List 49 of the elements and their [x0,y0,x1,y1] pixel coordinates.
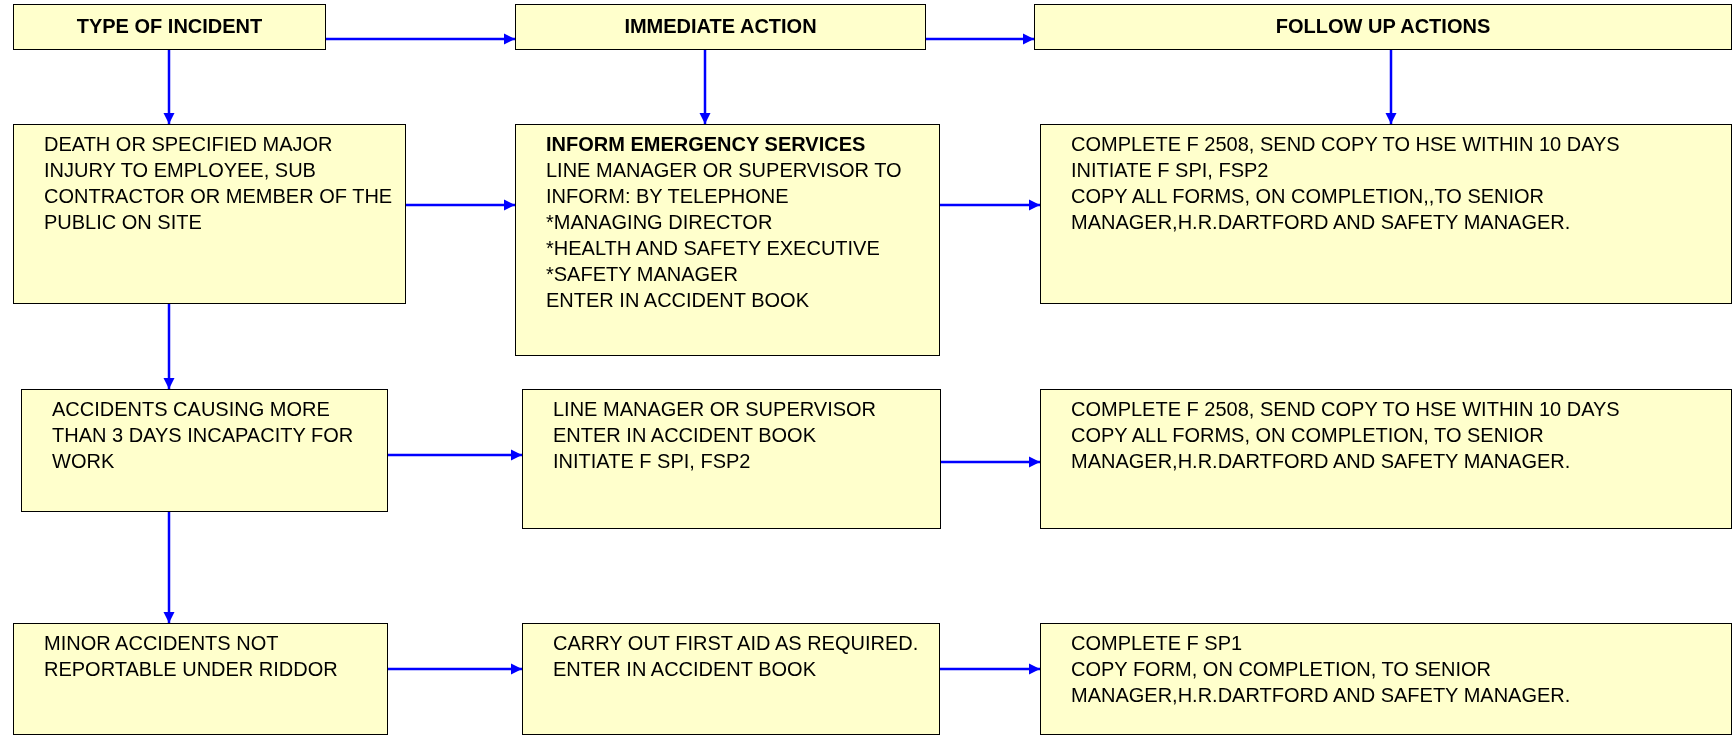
header-box [515,4,926,50]
arrow [940,199,1040,211]
box-text: COMPLETE F SP1 [1071,631,1243,656]
box-text: *MANAGING DIRECTOR [546,210,773,235]
arrow [163,304,175,389]
arrow [941,456,1040,468]
arrow [406,199,515,211]
arrow [699,50,711,124]
box-text: ENTER IN ACCIDENT BOOK [553,423,816,448]
header-box [13,4,326,50]
box-text: COPY ALL FORMS, ON COMPLETION, TO SENIOR MANAGER,H.R.DARTFORD AND SAFETY MANAGER. [1071,423,1572,474]
box-text: ENTER IN ACCIDENT BOOK [546,288,809,313]
process-box [515,124,940,356]
process-box [21,389,388,512]
box-text: INFORM EMERGENCY SERVICES [546,132,866,157]
box-text: COMPLETE F 2508, SEND COPY TO HSE WITHIN 10 DAYS [1071,397,1620,422]
arrow [163,512,175,623]
arrow [940,663,1040,675]
header-box [1034,4,1732,50]
arrow [388,663,522,675]
box-text: DEATH OR SPECIFIED MAJOR INJURY TO EMPLOYEE, SUB CONTRACTOR OR MEMBER OF THE PUBLIC ON SITE [44,132,394,235]
box-text: ACCIDENTS CAUSING MORE THAN 3 DAYS INCAPACITY FOR WORK [52,397,355,474]
process-box [1040,124,1732,304]
box-text: INITIATE F SPI, FSP2 [1071,158,1269,183]
box-text: ENTER IN ACCIDENT BOOK [553,657,816,682]
box-text: LINE MANAGER OR SUPERVISOR [553,397,877,422]
box-text: *HEALTH AND SAFETY EXECUTIVE [546,236,880,261]
box-text: COPY FORM, ON COMPLETION, TO SENIOR MANAGER,H.R.DARTFORD AND SAFETY MANAGER. [1071,657,1572,708]
box-text: MINOR ACCIDENTS NOT REPORTABLE UNDER RIDDOR [44,631,339,682]
arrow [326,33,515,45]
arrow [163,50,175,124]
process-box [1040,623,1732,735]
process-box [522,389,941,529]
column-heading: IMMEDIATE ACTION [624,14,817,39]
process-box [13,124,406,304]
arrow [388,449,522,461]
process-box [522,623,940,735]
box-text: INITIATE F SPI, FSP2 [553,449,751,474]
column-heading: FOLLOW UP ACTIONS [1275,14,1491,39]
box-text: *SAFETY MANAGER [546,262,738,287]
box-text: CARRY OUT FIRST AID AS REQUIRED. [553,631,919,656]
box-text: COPY ALL FORMS, ON COMPLETION,,TO SENIOR MANAGER,H.R.DARTFORD AND SAFETY MANAGER. [1071,184,1572,235]
process-box [13,623,388,735]
box-text: LINE MANAGER OR SUPERVISOR TO INFORM: BY TELEPHONE [546,158,903,209]
arrow [1385,50,1397,124]
column-heading: TYPE OF INCIDENT [76,14,263,39]
process-box [1040,389,1732,529]
arrow [926,33,1034,45]
box-text: COMPLETE F 2508, SEND COPY TO HSE WITHIN 10 DAYS [1071,132,1620,157]
